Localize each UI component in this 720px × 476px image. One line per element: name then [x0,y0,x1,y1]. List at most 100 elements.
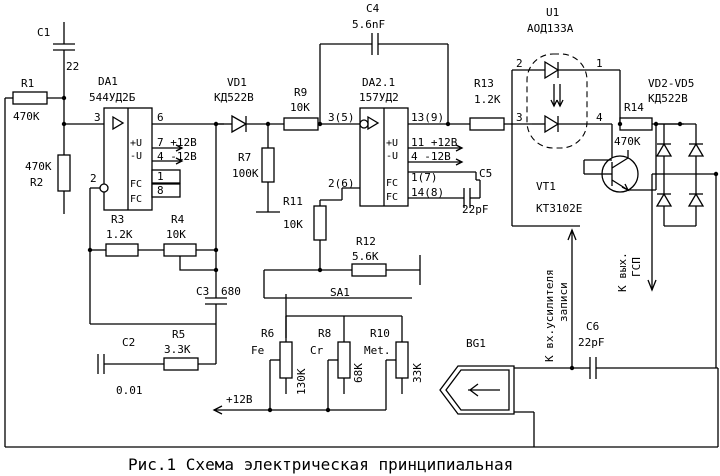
r6-value: 130K [295,368,308,395]
r13-value: 1.2K [474,93,501,106]
da1-pin8: 8 [157,184,164,197]
diode-bridge-vd2-vd5: VD2-VD5 КД522В [648,77,719,368]
vd2-ref: VD2-VD5 [648,77,694,90]
svg-text:FC: FC [130,194,142,205]
supply-label: +12B [226,393,253,406]
r5-ref: R5 [172,328,185,341]
da1-ref: DA1 [98,75,118,88]
capacitor-c5: C5 22pF [462,167,492,216]
c4-value: 5.6nF [352,18,385,31]
da1-part: 544УД2Б [89,91,136,104]
da2-pin4: 4 -12B [411,150,451,163]
c6-ref: C6 [586,320,599,333]
c3-ref: C3 [196,285,209,298]
c5-value: 22pF [462,203,489,216]
vd2-part: КД522В [648,92,688,105]
gsp-note-1: К вых. [616,252,629,292]
sensor-bg1: BG1 [439,337,572,447]
amp-note-1: К вх.усилителя [543,269,556,362]
u1-pin4: 4 [596,111,603,124]
r9-value: 10K [290,101,310,114]
svg-text:+U: +U [130,138,142,149]
c4-ref: C4 [366,2,380,15]
figure-caption: Рис.1 Схема электрическая принципиальная [128,455,513,474]
optocoupler-u1: U1 АОД133А 2 1 3 4 [511,6,620,227]
da1-pin4: 4 -12B [157,150,197,163]
r7-value: 100K [232,167,259,180]
u1-pin3: 3 [516,111,523,124]
r6-label: Fe [251,344,264,357]
da1-pin2: 2 [90,172,97,185]
svg-text:-U: -U [130,151,142,162]
r1-ref: R1 [21,77,34,90]
r10-ref: R10 [370,327,390,340]
da2-pin14: 14(8) [411,186,444,199]
capacitor-c1: C1 22 [37,22,79,98]
capacitor-c6: C6 22pF [569,320,718,379]
r1-value: 470K [13,110,40,123]
r14-value: 470K [614,135,641,148]
svg-text:FC: FC [130,179,142,190]
opamp-da1: +U -U FC FC DA1 544УД2Б 3 2 6 7 +12B 4 -… [89,75,224,211]
vt1-ref: VT1 [536,180,556,193]
svg-text:FC: FC [386,178,398,189]
resistor-r6: R6 Fe 130K [251,316,308,410]
r3-ref: R3 [111,213,124,226]
c2-ref: C2 [122,336,135,349]
da1-pin3: 3 [94,111,101,124]
resistor-r11: R11 10K [283,195,327,270]
r4-ref: R4 [171,213,185,226]
r4-value: 10K [166,228,186,241]
da2-pin-in-plus: 3(5) [328,111,355,124]
da1-pin6: 6 [157,111,164,124]
vd1-part: КД522В [214,91,254,104]
resistor-r12: R12 5.6K [264,235,421,285]
svg-text:-U: -U [386,151,398,162]
svg-text:+U: +U [386,138,398,149]
resistor-r3: R3 1.2K [105,213,164,257]
amp-note-2: записи [557,282,570,322]
r5-value: 3.3K [164,343,191,356]
capacitor-c4: C4 5.6nF [317,2,449,127]
da2-ref: DA2.1 [362,76,395,89]
gsp-note-2: ГСП [630,257,643,277]
resistor-r1: R1 470K [5,77,67,123]
r8-label: Cr [310,344,324,357]
r2-ref: R2 [30,176,43,189]
resistor-r5: R5 3.3K [163,324,217,371]
r12-ref: R12 [356,235,376,248]
c2-value: 0.01 [116,384,143,397]
resistor-r10: R10 Met. 33K [364,316,424,410]
capacitor-c3: C3 680 [196,285,241,324]
resistor-r4: R4 10K [163,213,216,271]
r8-value: 68K [352,363,365,383]
resistor-r2: 470K R2 [25,98,71,214]
diode-vd1: VD1 КД522В [214,76,284,134]
r12-value: 5.6K [352,250,379,263]
da2-part: 157УД2 [359,91,399,104]
r9-ref: R9 [294,86,307,99]
r10-label: Met. [364,344,391,357]
resistor-r9: R9 10K [283,86,360,131]
r11-ref: R11 [283,195,303,208]
sa1-ref: SA1 [330,286,350,299]
da1-pin1: 1 [157,170,164,183]
resistor-r7: R7 100K [232,121,280,213]
vt1-part: КТ3102Е [536,202,582,215]
svg-text:FC: FC [386,192,398,203]
da2-pin-out: 13(9) [411,111,444,124]
vd1-ref: VD1 [227,76,247,89]
c1-ref: C1 [37,26,50,39]
c3-value: 680 [221,285,241,298]
bg1-ref: BG1 [466,337,486,350]
r6-ref: R6 [261,327,274,340]
r3-value: 1.2K [106,228,133,241]
u1-ref: U1 [546,6,559,19]
transistor-vt1: VT1 КТ3102Е [536,124,657,215]
resistor-r13: R13 1.2K [469,77,532,131]
c1-value: 22 [66,60,79,73]
da2-pin1: 1(7) [411,171,438,184]
r10-value: 33K [411,363,424,383]
resistor-r14: R14 470K [611,101,684,160]
